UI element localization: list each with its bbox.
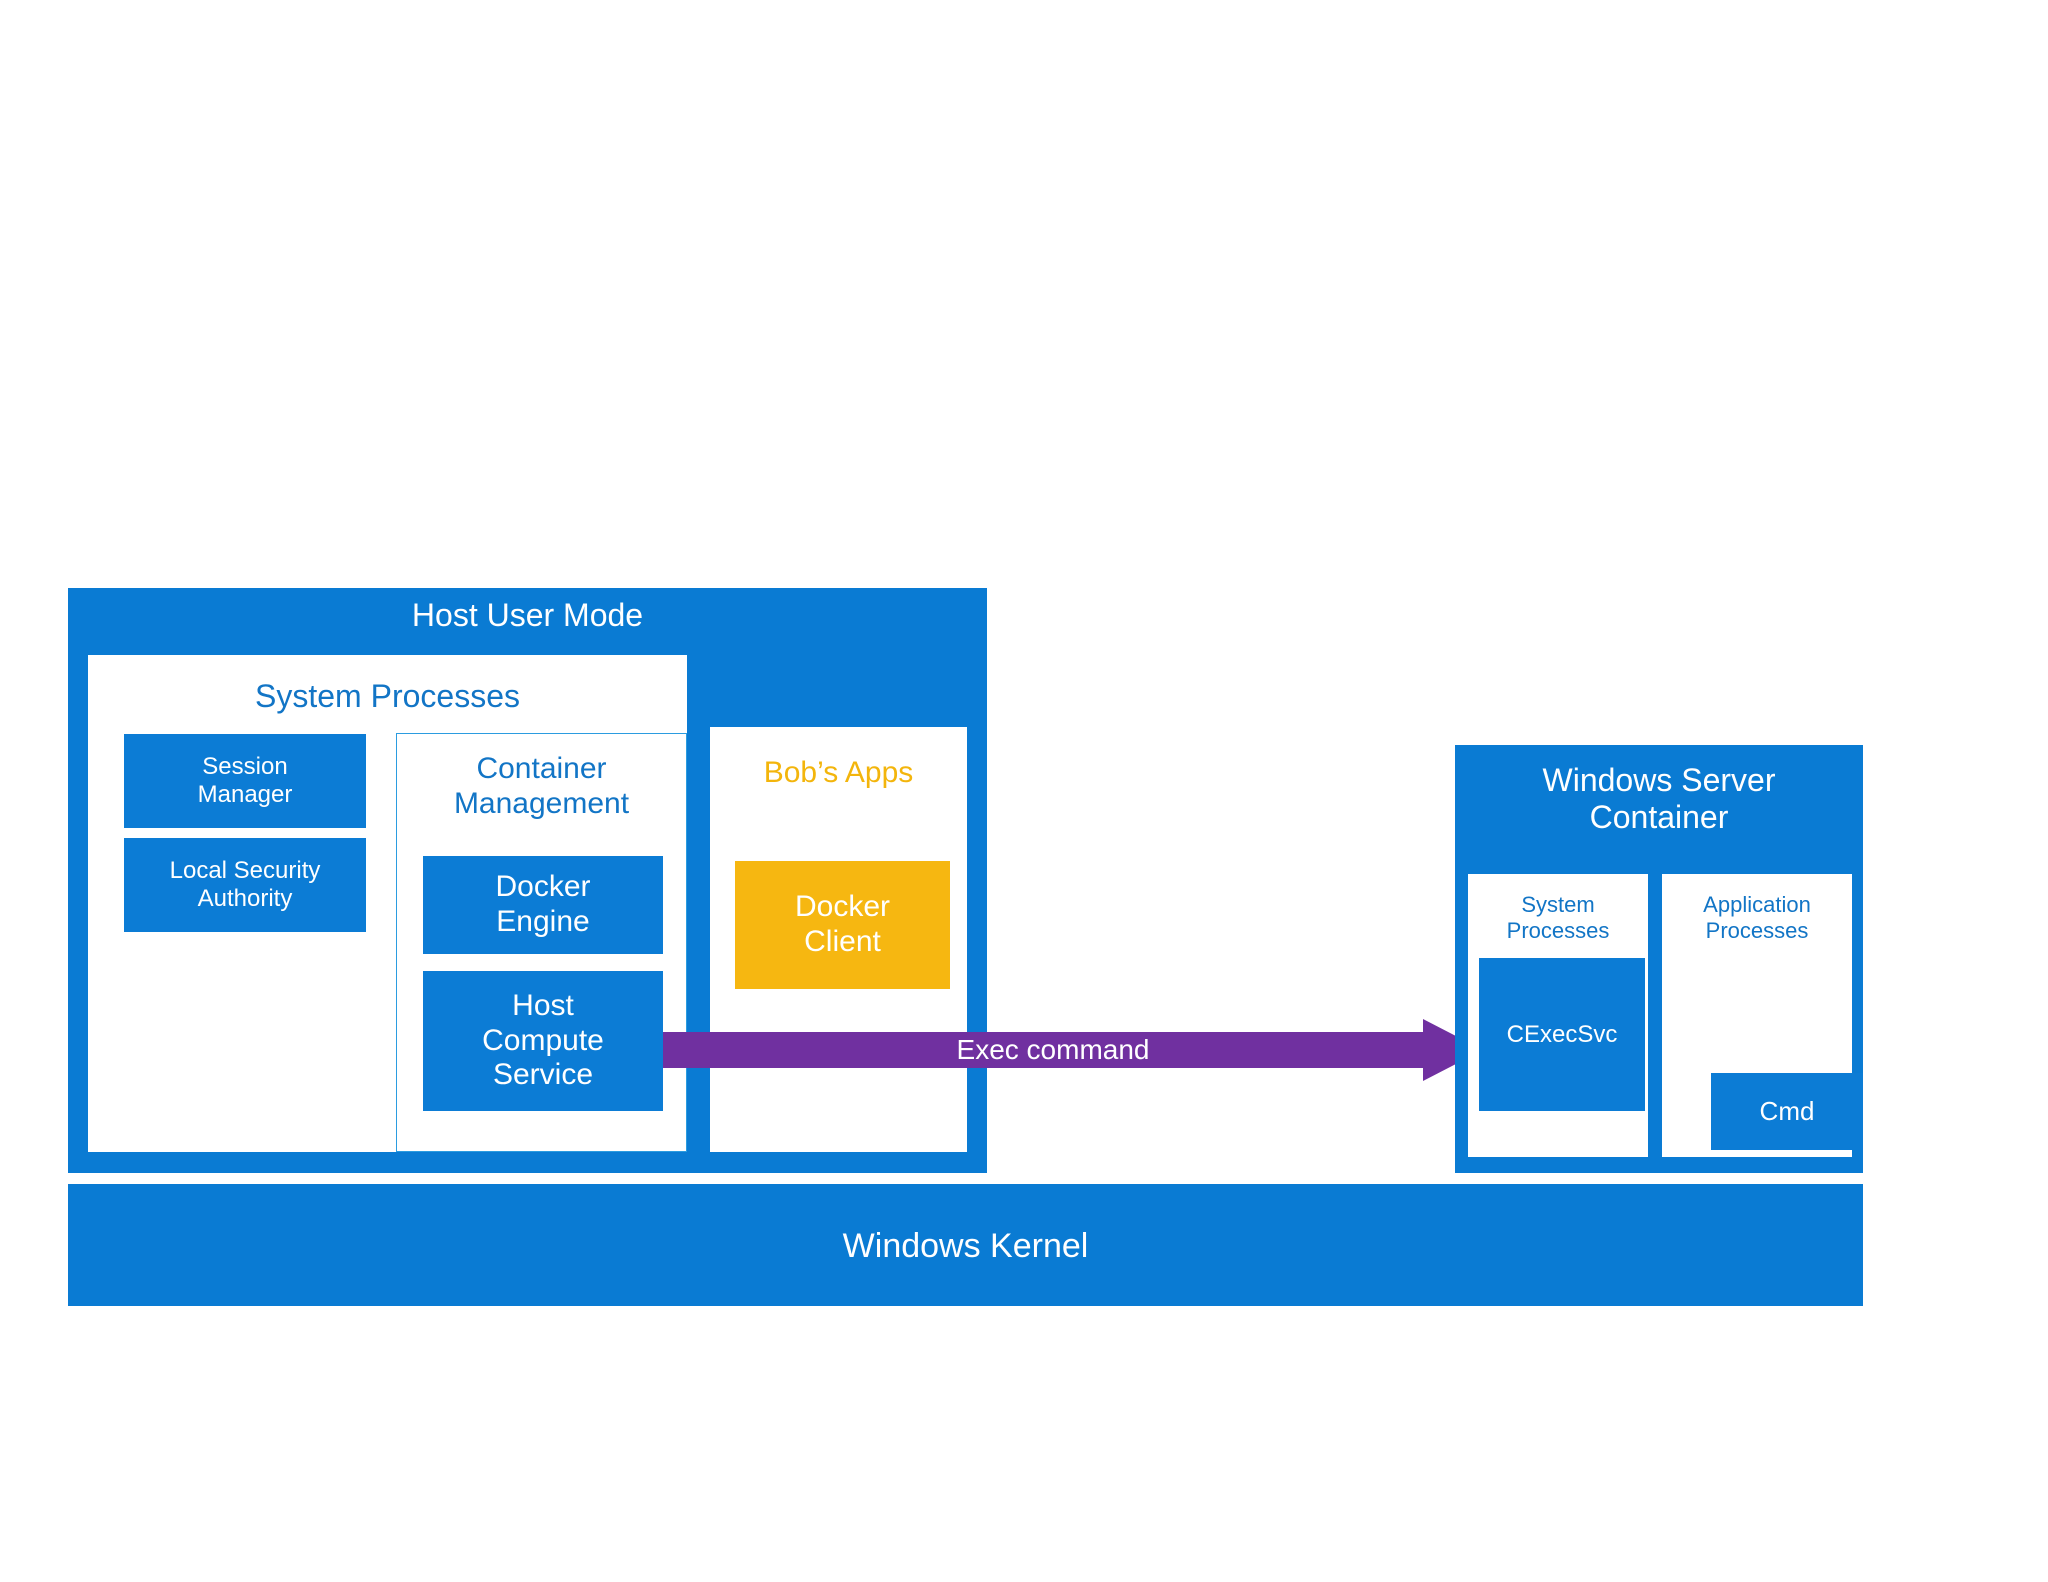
container-application-processes-title-line1: Application — [1703, 892, 1811, 917]
block-docker-engine-line2: Engine — [496, 905, 590, 938]
host-user-mode-title: Host User Mode — [411, 597, 644, 633]
container-management-title-line2: Management — [453, 786, 630, 820]
block-session-manager[interactable]: Session Manager — [124, 734, 366, 828]
container-application-processes-title-line2: Processes — [1705, 917, 1809, 943]
container-application-processes-title: Application Processes — [1662, 892, 1852, 952]
block-cmd-label: Cmd — [1759, 1096, 1815, 1127]
block-host-compute-service-line3: Service — [492, 1058, 594, 1092]
host-system-processes-title: System Processes — [255, 678, 520, 714]
block-cexecsvc-label: CExecSvc — [1506, 1020, 1618, 1048]
container-system-processes-title-line1: System — [1521, 892, 1595, 917]
windows-server-container-title: Windows Server Container — [1455, 762, 1863, 852]
container-management-title-line1: Container — [476, 752, 607, 785]
container-system-processes-title-line2: Processes — [1506, 917, 1610, 943]
block-local-security-authority-line1: Local Security — [169, 857, 321, 885]
block-cmd[interactable]: Cmd — [1711, 1073, 1863, 1150]
exec-command-arrow-shape — [663, 1019, 1483, 1081]
block-docker-client-line1: Docker — [794, 890, 891, 924]
block-cexecsvc[interactable]: CExecSvc — [1479, 958, 1645, 1111]
block-host-compute-service-line2: Compute — [482, 1023, 604, 1057]
windows-kernel-bar — [68, 1184, 1863, 1306]
block-host-compute-service-line1: Host — [512, 988, 574, 1022]
block-host-compute-service[interactable]: Host Compute Service — [423, 971, 663, 1111]
block-session-manager-line1: Session — [202, 753, 288, 781]
windows-kernel-title: Windows Kernel — [842, 1227, 1089, 1265]
block-docker-engine[interactable]: Docker Engine — [423, 856, 663, 954]
bobs-apps-title: Bob’s Apps — [763, 756, 914, 789]
container-system-processes-title: System Processes — [1468, 892, 1648, 952]
block-docker-client[interactable]: Docker Client — [735, 861, 950, 989]
block-session-manager-line2: Manager — [197, 781, 293, 808]
block-docker-engine-line1: Docker — [495, 870, 591, 904]
windows-server-container-title-line2: Container — [1589, 799, 1729, 836]
windows-server-container-title-line1: Windows Server — [1542, 762, 1776, 798]
exec-command-arrow: Exec command — [663, 1019, 1483, 1081]
block-local-security-authority[interactable]: Local Security Authority — [124, 838, 366, 932]
block-docker-client-line2: Client — [804, 925, 881, 958]
container-management-title: Container Management — [396, 752, 687, 836]
block-local-security-authority-line2: Authority — [197, 885, 293, 912]
